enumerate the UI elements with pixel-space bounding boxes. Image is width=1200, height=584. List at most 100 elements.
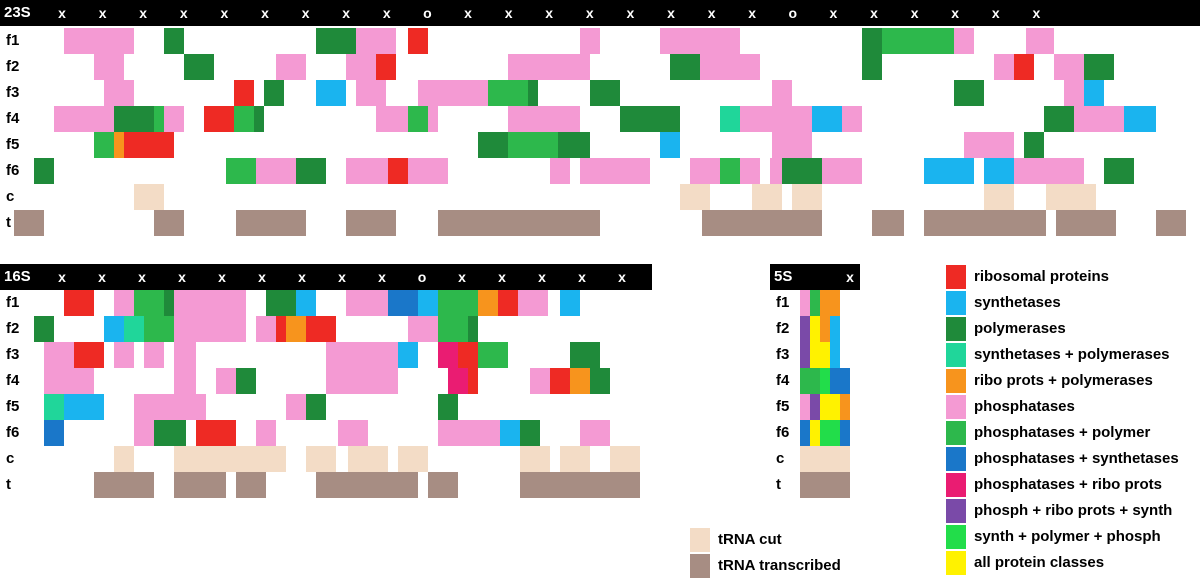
- grid-cell: [256, 420, 276, 446]
- header-mark: x: [991, 5, 1000, 21]
- grid-cell: [174, 472, 226, 498]
- grid-cell: [438, 290, 478, 316]
- grid-cell: [770, 158, 782, 184]
- legend-label: phosphatases + ribo prots: [974, 476, 1162, 493]
- grid-cell: [388, 290, 418, 316]
- grid-cell: [448, 368, 468, 394]
- header-mark: x: [498, 269, 506, 285]
- grid-cell: [1056, 210, 1116, 236]
- grid-cell: [306, 446, 336, 472]
- grid-cell: [984, 158, 1014, 184]
- grid-cell: [500, 420, 520, 446]
- grid-cell: [276, 316, 286, 342]
- grid-cell: [558, 132, 590, 158]
- grid-cell: [376, 54, 396, 80]
- header-mark: x: [504, 5, 513, 21]
- grid-cell: [508, 132, 558, 158]
- legend-label: phosphatases: [974, 398, 1075, 415]
- grid-cell: [842, 106, 862, 132]
- grid-cell: [720, 158, 740, 184]
- legend-label: phosph + ribo prots + synth: [974, 502, 1173, 519]
- panel-title: 23S: [4, 4, 31, 21]
- grid-cell: [254, 106, 264, 132]
- header-mark: o: [417, 269, 427, 285]
- grid-cell: [610, 446, 640, 472]
- legend-label: synthetases: [974, 294, 1061, 311]
- row-label: f2: [6, 320, 20, 337]
- grid-cell: [256, 316, 276, 342]
- header-mark: x: [585, 5, 594, 21]
- grid-cell: [356, 80, 386, 106]
- grid-cell: [1074, 106, 1124, 132]
- row-label: f1: [6, 32, 20, 49]
- grid-cell: [94, 54, 124, 80]
- grid-cell: [862, 28, 882, 54]
- header-mark: x: [464, 5, 472, 21]
- header-mark: x: [139, 5, 148, 21]
- grid-cell: [1046, 184, 1096, 210]
- grid-cell: [560, 446, 590, 472]
- header-mark: x: [220, 5, 229, 21]
- grid-cell: [772, 80, 792, 106]
- grid-cell: [458, 342, 478, 368]
- grid-cell: [580, 420, 610, 446]
- grid-cell: [840, 394, 850, 420]
- grid-cell: [174, 290, 246, 316]
- grid-cell: [800, 368, 820, 394]
- grid-cell: [530, 368, 550, 394]
- grid-cell: [994, 54, 1014, 80]
- row-label: f6: [776, 424, 790, 441]
- grid-cell: [94, 472, 154, 498]
- grid-cell: [700, 54, 760, 80]
- legend-label: synthetases + polymerases: [974, 346, 1170, 363]
- header-mark: x: [98, 5, 107, 21]
- grid-cell: [1064, 80, 1084, 106]
- legend-item: synthetases + polymerases: [946, 343, 1200, 367]
- grid-cell: [520, 472, 640, 498]
- panel-title: 16S: [4, 268, 31, 285]
- legend-label: phosphatases + polymer: [974, 424, 1151, 441]
- header-mark: x: [870, 5, 878, 21]
- header-mark: x: [1032, 5, 1041, 21]
- grid-cell: [346, 54, 376, 80]
- grid-cell: [438, 394, 458, 420]
- grid-cell: [408, 158, 448, 184]
- row-label: f1: [6, 294, 20, 311]
- grid-cell: [134, 420, 154, 446]
- header-mark: x: [538, 269, 546, 285]
- header-mark: x: [178, 269, 186, 285]
- legend-label: all protein classes: [974, 554, 1105, 571]
- header-mark: x: [846, 269, 854, 285]
- grid-cell: [670, 54, 700, 80]
- grid-cell: [1014, 54, 1034, 80]
- grid-cell: [984, 184, 1014, 210]
- grid-cell: [438, 342, 458, 368]
- legend-swatch: [946, 473, 966, 497]
- grid-cell: [376, 106, 408, 132]
- grid-cell: [236, 210, 306, 236]
- grid-cell: [830, 368, 850, 394]
- legend-item: phosphatases + polymer: [946, 421, 1200, 445]
- row-label: f4: [6, 372, 20, 389]
- grid-cell: [74, 342, 104, 368]
- grid-cell: [104, 316, 124, 342]
- grid-cell: [488, 80, 528, 106]
- grid-cell: [528, 80, 538, 106]
- header-mark: x: [626, 5, 635, 21]
- grid-cell: [124, 316, 144, 342]
- grid-cell: [114, 106, 154, 132]
- grid-cell: [508, 106, 580, 132]
- grid-cell: [810, 316, 820, 342]
- grid-cell: [1084, 54, 1114, 80]
- header-mark: x: [545, 5, 554, 21]
- grid-cell: [174, 368, 196, 394]
- grid-cell: [164, 290, 174, 316]
- grid-cell: [114, 132, 124, 158]
- row-label: f5: [6, 136, 20, 153]
- grid-cell: [1156, 210, 1186, 236]
- legend-swatch: [690, 554, 710, 578]
